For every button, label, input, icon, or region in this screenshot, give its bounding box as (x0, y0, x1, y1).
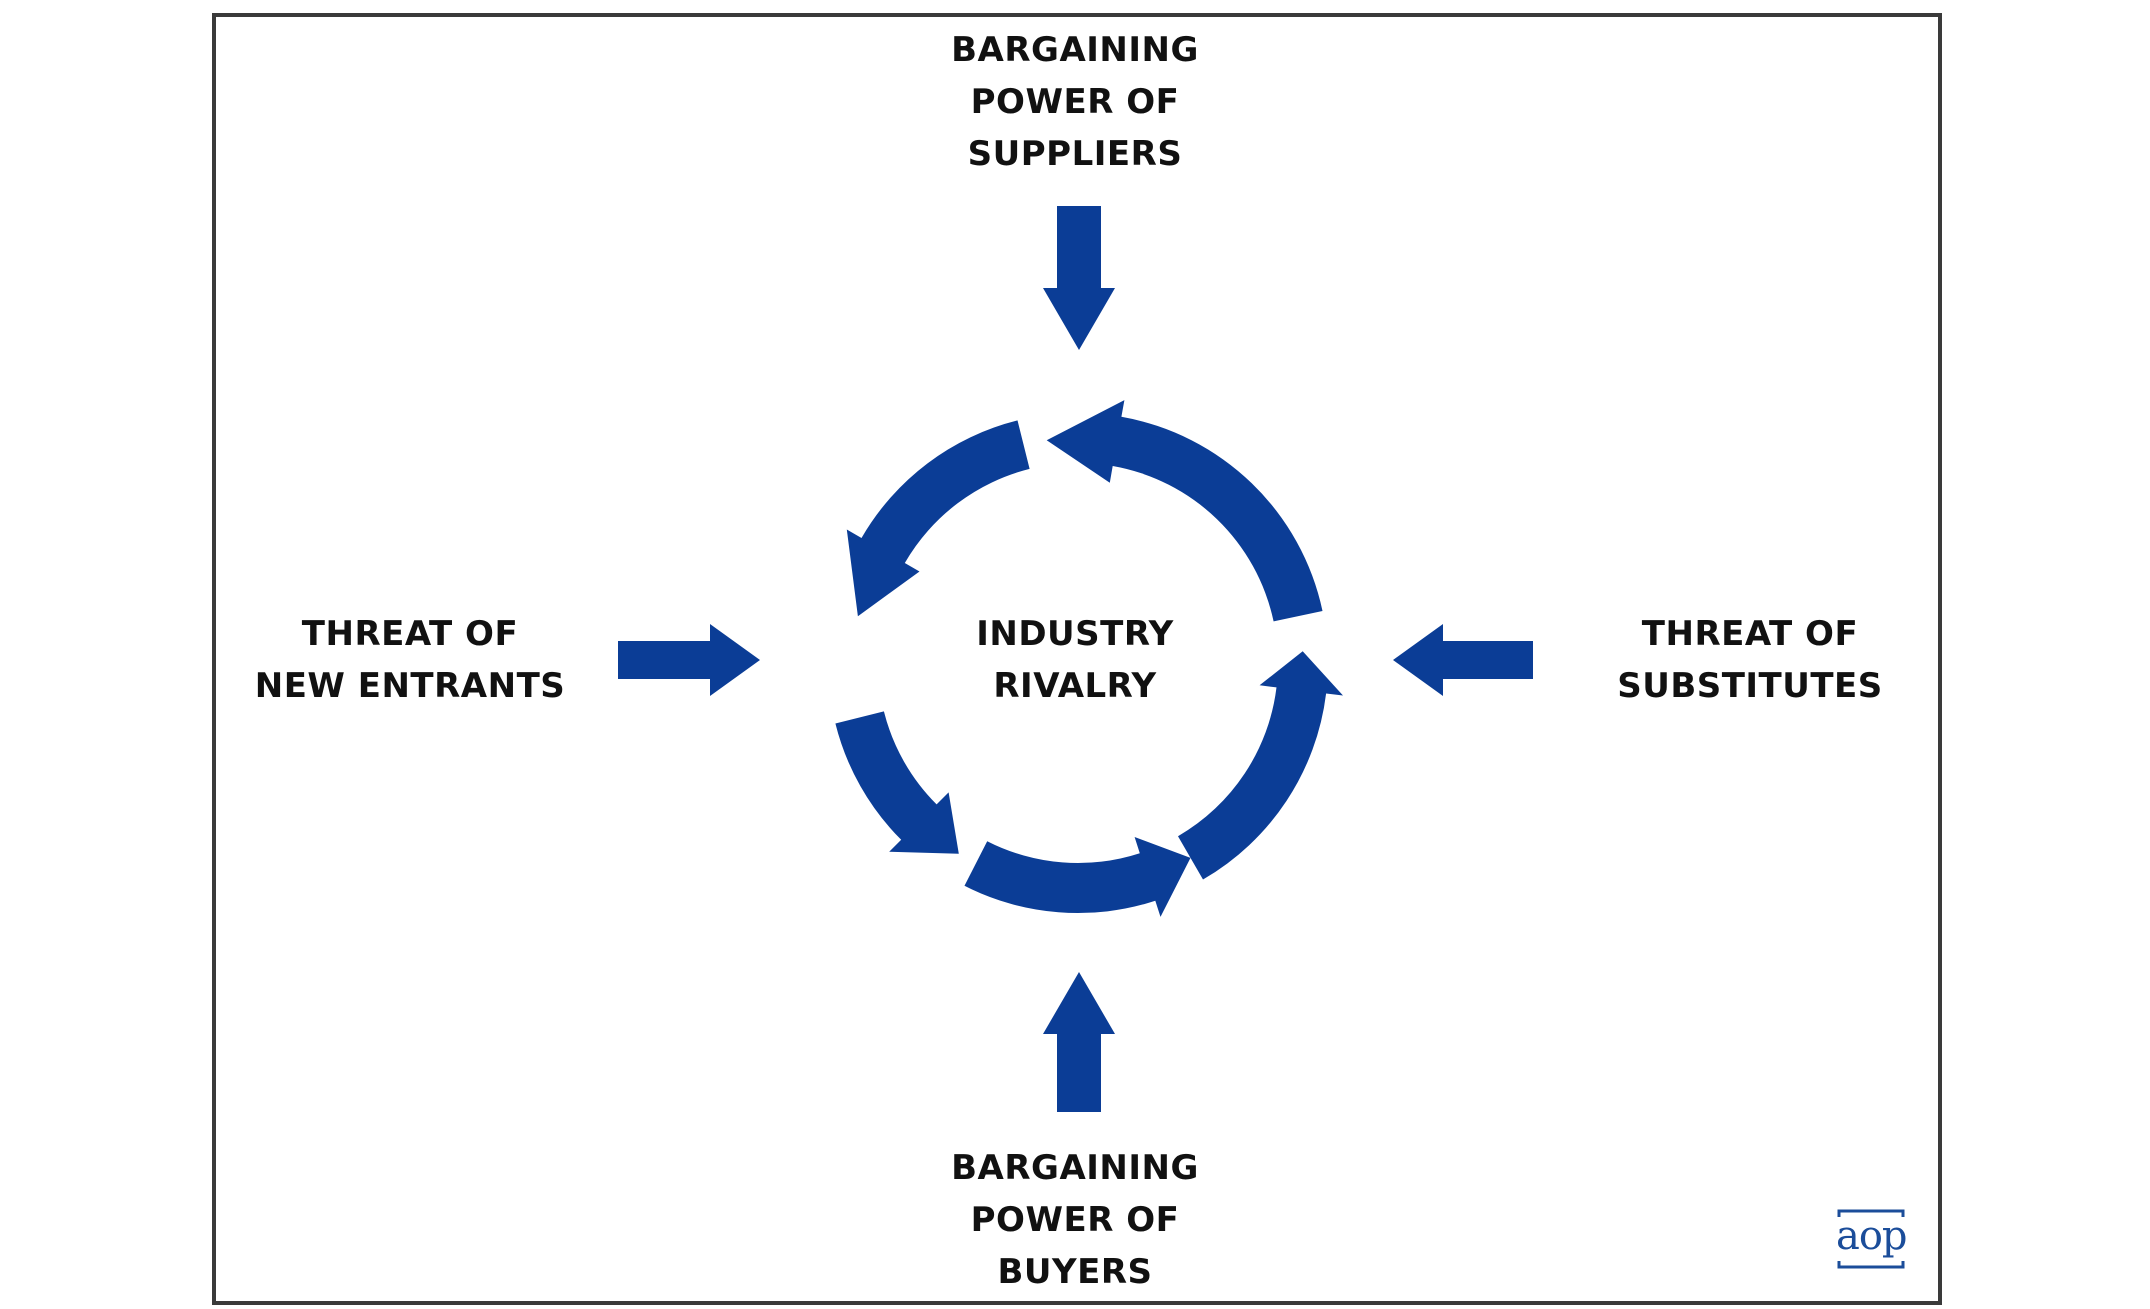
aop-logo: aop (1836, 1208, 1908, 1270)
industry-rivalry-label-line-2: RIVALRY (993, 666, 1157, 706)
new-entrants-label-line-2: NEW ENTRANTS (254, 666, 566, 706)
new-entrants-label: THREAT OF NEW ENTRANTS (230, 608, 590, 712)
industry-rivalry-label-line-1: INDUSTRY (976, 614, 1174, 654)
suppliers-label: BARGAINING POWER OF SUPPLIERS (925, 24, 1225, 180)
rivalry-arrow-top-left (846, 420, 1030, 617)
rivalry-arrow-bottom (964, 837, 1191, 917)
logo-bracket-icon (1837, 1209, 1905, 1269)
rivalry-arrow-top-right (1046, 400, 1323, 622)
buyers-label-line-1: BARGAINING (951, 1148, 1199, 1188)
buyers-label-line-3: BUYERS (997, 1252, 1153, 1292)
rivalry-cycle-arrows (835, 400, 1343, 917)
suppliers-label-line-1: BARGAINING (951, 30, 1199, 70)
suppliers-label-line-2: POWER OF (970, 82, 1180, 122)
arrow-right-from-new-entrants (618, 624, 760, 696)
buyers-label: BARGAINING POWER OF BUYERS (925, 1142, 1225, 1298)
industry-rivalry-label: INDUSTRY RIVALRY (945, 608, 1205, 712)
arrow-up-from-buyers (1043, 972, 1115, 1112)
arrow-left-from-substitutes (1393, 624, 1533, 696)
rivalry-arrow-right (1178, 651, 1343, 880)
arrow-down-from-suppliers (1043, 206, 1115, 350)
substitutes-label: THREAT OF SUBSTITUTES (1580, 608, 1920, 712)
new-entrants-label-line-1: THREAT OF (301, 614, 519, 654)
buyers-label-line-2: POWER OF (970, 1200, 1180, 1240)
substitutes-label-line-2: SUBSTITUTES (1617, 666, 1883, 706)
logo-text: aop (1836, 1213, 1908, 1259)
substitutes-label-line-1: THREAT OF (1641, 614, 1859, 654)
suppliers-label-line-3: SUPPLIERS (967, 134, 1183, 174)
rivalry-arrow-left (835, 711, 959, 854)
